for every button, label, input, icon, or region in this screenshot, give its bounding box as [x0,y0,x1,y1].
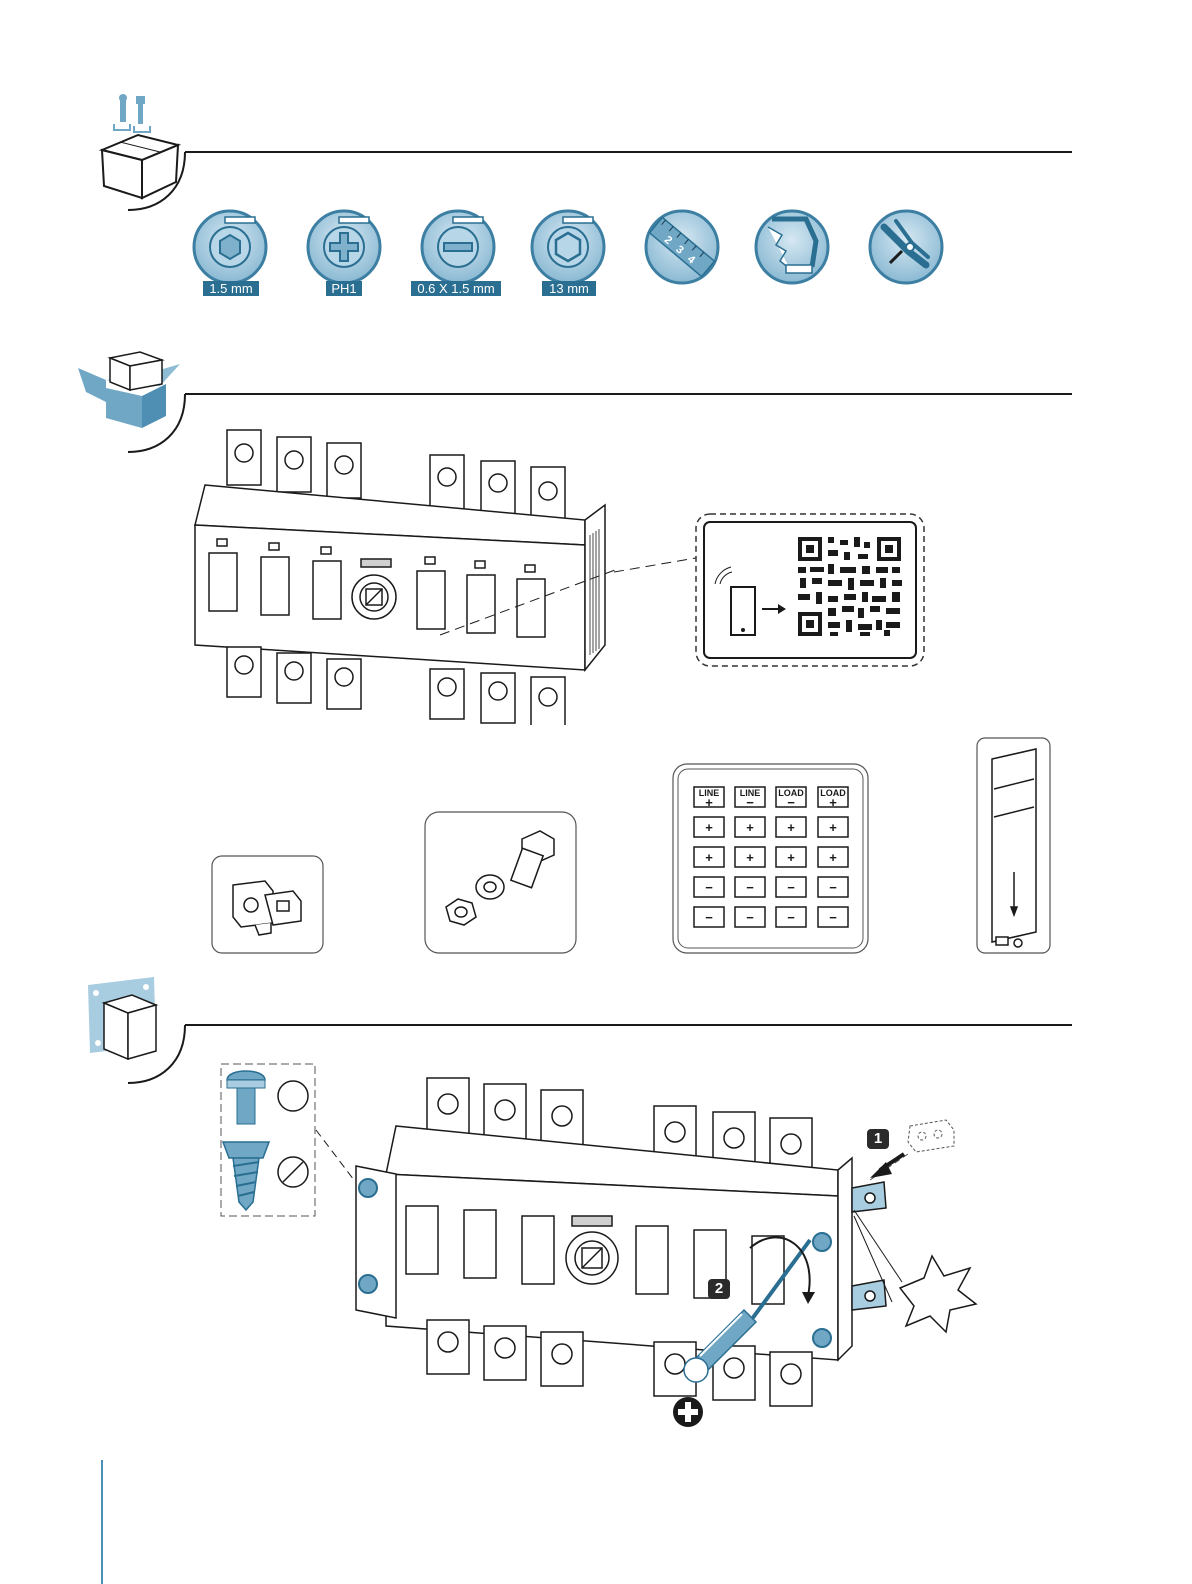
label-minus: − [746,795,754,810]
label-minus: − [705,880,713,895]
label-plus: + [746,850,754,865]
phase-barrier-accessory [976,737,1052,955]
bolt-nut-washer-accessory [424,811,578,955]
tools-section-header [80,90,1080,220]
label-minus: − [746,880,754,895]
tool-label-phillips: PH1 [326,281,362,296]
hex-key-icon [194,211,266,283]
page-margin-rule [101,1460,103,1584]
label-minus: − [829,910,837,925]
label-plus: + [829,795,837,810]
top-terminal [531,467,565,522]
bottom-terminal [277,653,311,703]
label-plus: + [787,820,795,835]
step-badge-1: 1 [867,1129,889,1149]
phase-marker-labels-sheet: LINE LINE LOAD LOAD + − − + + + + + + + … [672,763,870,955]
step-badge-2: 2 [708,1279,730,1299]
flat-screwdriver-icon [422,211,494,283]
top-terminal [227,430,261,485]
bottom-terminal [327,659,361,709]
label-minus: − [787,880,795,895]
label-plus: + [705,795,713,810]
hex-socket-icon [532,211,604,283]
wire-cutter-icon [870,211,942,283]
phillips-screwdriver-icon [308,211,380,283]
top-terminal [277,437,311,492]
hacksaw-icon [756,211,828,283]
bottom-terminal [481,673,515,723]
switch-disconnector-drawing [185,425,615,725]
bottom-terminal [227,647,261,697]
step-number: 2 [715,1280,723,1297]
tool-label-flat: 0.6 X 1.5 mm [411,281,501,296]
top-terminal [327,443,361,498]
tool-label-hex-key: 1.5 mm [203,281,259,296]
label-plus: + [787,850,795,865]
mounting-screw [359,1275,377,1293]
label-minus: − [787,795,795,810]
top-terminal [430,455,464,510]
label-plus: + [829,850,837,865]
panel-mount-icon [88,977,156,1059]
label-minus: − [829,880,837,895]
tool-label-socket: 13 mm [542,281,596,296]
open-box-icon [78,352,180,428]
terminal-shield-accessory [211,855,325,955]
label-plus: + [705,820,713,835]
label-minus: − [705,910,713,925]
measuring-tape-icon: 2 3 4 [646,211,718,283]
phillips-head-icon [673,1397,703,1427]
click-burst-icon [854,1210,976,1332]
bottom-terminal [430,669,464,719]
step-number: 1 [874,1130,882,1147]
bottom-terminal [531,677,565,725]
mounting-drawing [310,1070,990,1430]
mounting-screw [813,1233,831,1251]
qr-code-panel [614,512,928,668]
label-plus: + [829,820,837,835]
top-terminal [481,461,515,516]
screw-types-panel [219,1062,319,1218]
label-plus: + [705,850,713,865]
tools-box-icon [102,94,178,198]
label-minus: − [787,910,795,925]
label-plus: + [746,820,754,835]
insert-arrow-icon [870,1154,904,1178]
mounting-screw [813,1329,831,1347]
label-minus: − [746,910,754,925]
mounting-screw [359,1179,377,1197]
